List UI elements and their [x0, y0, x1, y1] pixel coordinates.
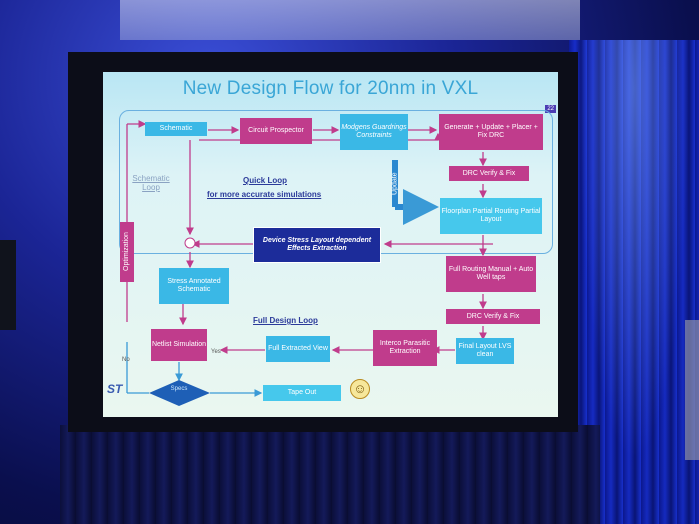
full-routing-box: Full Routing Manual + Auto Well taps — [446, 256, 536, 292]
modgens-box: Modgens Guardrings Constraints — [340, 114, 408, 150]
specs-label: Specs — [170, 386, 188, 392]
circuit-prospector-box: Circuit Prospector — [240, 118, 312, 144]
st-logo: ST — [107, 382, 123, 396]
quick-loop-subtitle: for more accurate simulations — [207, 190, 322, 199]
screen-skirt — [60, 425, 600, 524]
drc-verify-box-1: DRC Verify & Fix — [449, 166, 529, 181]
update-label: Update — [391, 172, 399, 196]
schematic-loop-label: Schematic Loop — [132, 174, 170, 192]
generate-update-box: Generate + Update + Placer + Fix DRC — [439, 114, 543, 150]
device-stress-box: Device Stress Layout dependent Effects E… — [253, 227, 381, 263]
no-label: No — [122, 357, 130, 363]
final-layout-box: Final Layout LVS clean — [456, 338, 514, 364]
optimization-box: Optimization — [120, 222, 134, 282]
full-extracted-box: Full Extracted View — [266, 336, 330, 362]
speaker — [0, 240, 16, 330]
stress-annotated-box: Stress Annotated Schematic — [159, 268, 229, 304]
smiley-icon: ☺ — [350, 379, 370, 399]
quick-loop-title: Quick Loop — [243, 176, 287, 185]
slide-title: New Design Flow for 20nm in VXL — [182, 78, 479, 99]
page-number-badge: 22 — [545, 105, 556, 113]
yes-label: Yes — [211, 349, 221, 355]
schematic-box: Schematic — [145, 122, 207, 136]
podium — [685, 320, 699, 460]
specs-diamond — [149, 380, 210, 406]
drc-verify-box-2: DRC Verify & Fix — [446, 309, 540, 324]
tape-out-box: Tape Out — [263, 385, 341, 401]
plus-junction — [184, 237, 196, 249]
netlist-simulation-box: Netlist Simulation — [151, 329, 207, 361]
floorplan-box: Floorplan Partial Routing Partial Layout — [440, 198, 542, 234]
full-design-loop-label: Full Design Loop — [253, 316, 318, 325]
projected-slide: New Design Flow for 20nm in VXL 22 — [103, 72, 558, 417]
ceiling — [120, 0, 580, 40]
interco-parasitic-box: Interco Parasitic Extraction — [373, 330, 437, 366]
